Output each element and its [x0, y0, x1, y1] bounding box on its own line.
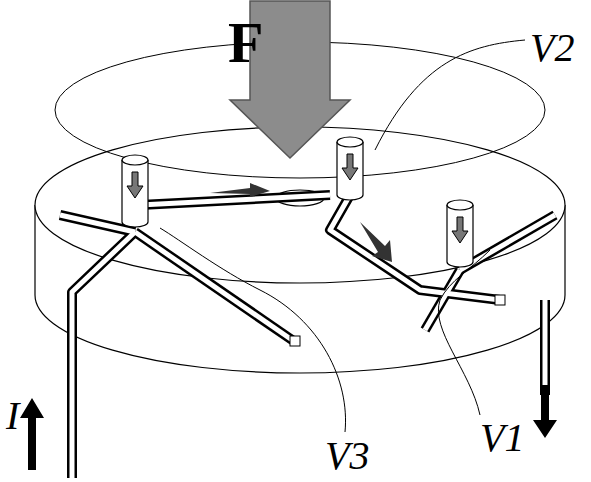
signal-label: V2	[530, 28, 574, 68]
signal-label: V1	[480, 418, 524, 458]
signal-label: V3	[325, 436, 369, 476]
signal-label: I	[6, 396, 19, 436]
force-arrow: F	[228, 0, 352, 160]
force-label: F	[228, 14, 263, 72]
